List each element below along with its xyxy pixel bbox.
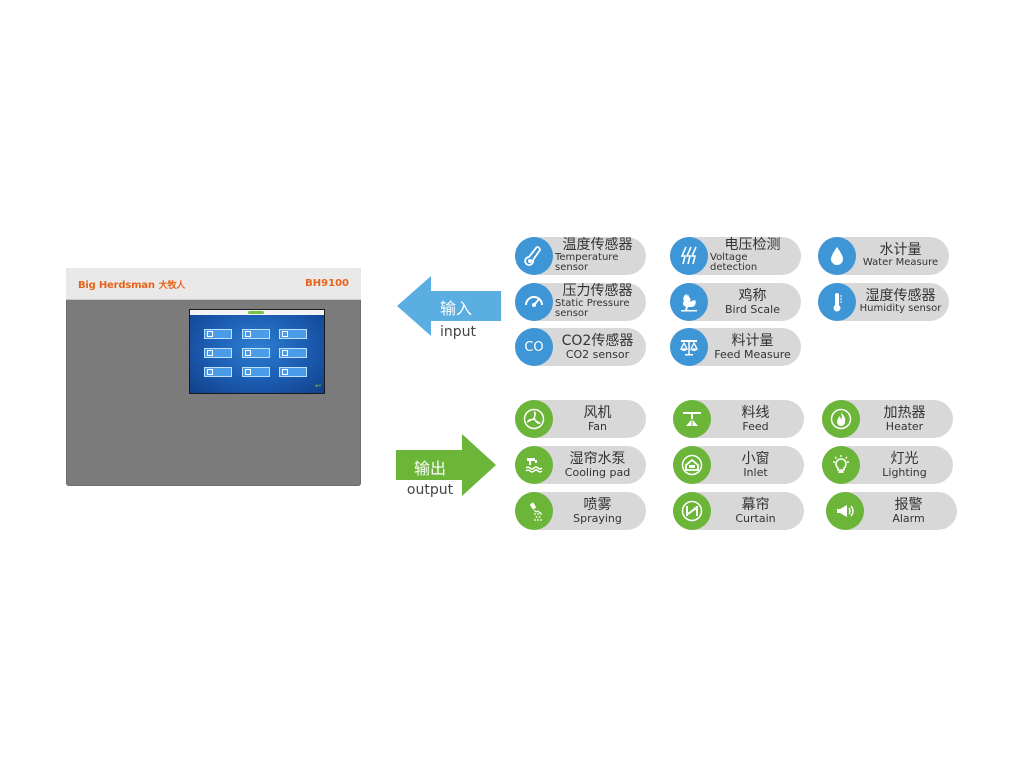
screen-menu-button bbox=[242, 329, 270, 339]
pressure-gauge-icon bbox=[515, 283, 553, 321]
item-label-en: Humidity sensor bbox=[859, 303, 942, 315]
co2-glyph: CO bbox=[524, 339, 544, 355]
input-label-cn: 输入 bbox=[439, 299, 472, 318]
item-label-en: Cooling pad bbox=[564, 465, 631, 479]
rooster-icon bbox=[670, 283, 708, 321]
item-label-cn: CO2传感器 bbox=[561, 332, 634, 349]
item-label-cn: 鸡称 bbox=[738, 287, 767, 304]
item-label-en: Feed bbox=[742, 419, 769, 433]
item-label-cn: 加热器 bbox=[883, 404, 926, 421]
water-drop-icon bbox=[818, 237, 856, 275]
thermometer-icon bbox=[515, 237, 553, 275]
spray-icon bbox=[515, 492, 553, 530]
item-label-en: Static Pressure sensor bbox=[555, 297, 630, 320]
humidity-thermometer-icon bbox=[818, 283, 856, 321]
item-label-cn: 风机 bbox=[583, 404, 612, 421]
screen-menu-button bbox=[279, 367, 307, 377]
input-arrow bbox=[397, 276, 501, 336]
megaphone-icon bbox=[826, 492, 864, 530]
lightning-icon bbox=[670, 237, 708, 275]
item-label-cn: 灯光 bbox=[890, 450, 919, 467]
item-label-en: Curtain bbox=[735, 511, 776, 525]
screen-menu-button bbox=[204, 367, 232, 377]
item-label-en: Feed Measure bbox=[714, 347, 791, 361]
input-label-en: input bbox=[439, 324, 476, 340]
output-arrow bbox=[396, 434, 496, 496]
item-label-cn: 湿帘水泵 bbox=[569, 450, 626, 467]
item-label-cn: 温度传感器 bbox=[562, 237, 633, 254]
screen-status-bar bbox=[190, 310, 324, 315]
brand-name: Big Herdsman bbox=[78, 280, 155, 291]
item-label-cn: 报警 bbox=[894, 496, 923, 513]
item-label-en: Spraying bbox=[573, 511, 622, 525]
feed-scale-icon bbox=[670, 328, 708, 366]
output-label-cn: 输出 bbox=[413, 459, 446, 478]
screen-menu-button bbox=[279, 329, 307, 339]
fan-icon bbox=[515, 400, 553, 438]
item-label-en: Inlet bbox=[743, 465, 768, 479]
screen-back-icon: ↩ bbox=[315, 382, 321, 390]
device-touchscreen: ↩ bbox=[189, 309, 325, 394]
item-label-cn: 料线 bbox=[741, 404, 770, 421]
curtain-icon bbox=[673, 492, 711, 530]
screen-menu-button bbox=[204, 348, 232, 358]
screen-menu-button bbox=[242, 348, 270, 358]
co2-icon: CO bbox=[515, 328, 553, 366]
flame-icon bbox=[822, 400, 860, 438]
screen-status-pill bbox=[248, 311, 264, 314]
item-label-en: Lighting bbox=[882, 465, 927, 479]
item-label-en: CO2 sensor bbox=[565, 347, 630, 361]
water-pump-icon bbox=[515, 446, 553, 484]
brand-name-cn: 大牧人 bbox=[158, 281, 186, 291]
device-model: BH9100 bbox=[305, 278, 349, 289]
item-label-cn: 小窗 bbox=[741, 450, 770, 467]
screen-menu-button bbox=[279, 348, 307, 358]
item-label-en: Bird Scale bbox=[724, 302, 780, 316]
feed-line-icon bbox=[673, 400, 711, 438]
item-label-en: Water Measure bbox=[862, 257, 939, 269]
screen-menu-button bbox=[204, 329, 232, 339]
output-label-en: output bbox=[406, 482, 454, 498]
item-label-en: Alarm bbox=[892, 511, 925, 525]
item-label-cn: 湿度传感器 bbox=[865, 288, 936, 305]
item-label-cn: 压力传感器 bbox=[562, 283, 633, 300]
item-label-cn: 电压检测 bbox=[724, 237, 781, 254]
item-label-cn: 幕帘 bbox=[741, 496, 770, 513]
item-label-en: Fan bbox=[587, 419, 608, 433]
item-label-en: Heater bbox=[885, 419, 924, 433]
screen-menu-button bbox=[242, 367, 270, 377]
item-label-en: Temperature sensor bbox=[555, 251, 619, 274]
lightbulb-icon bbox=[822, 446, 860, 484]
inlet-window-icon bbox=[673, 446, 711, 484]
item-label-cn: 料计量 bbox=[731, 332, 774, 349]
item-label-cn: 喷雾 bbox=[583, 496, 612, 513]
item-label-cn: 水计量 bbox=[879, 242, 922, 259]
item-label-en: Voltage detection bbox=[710, 251, 758, 274]
